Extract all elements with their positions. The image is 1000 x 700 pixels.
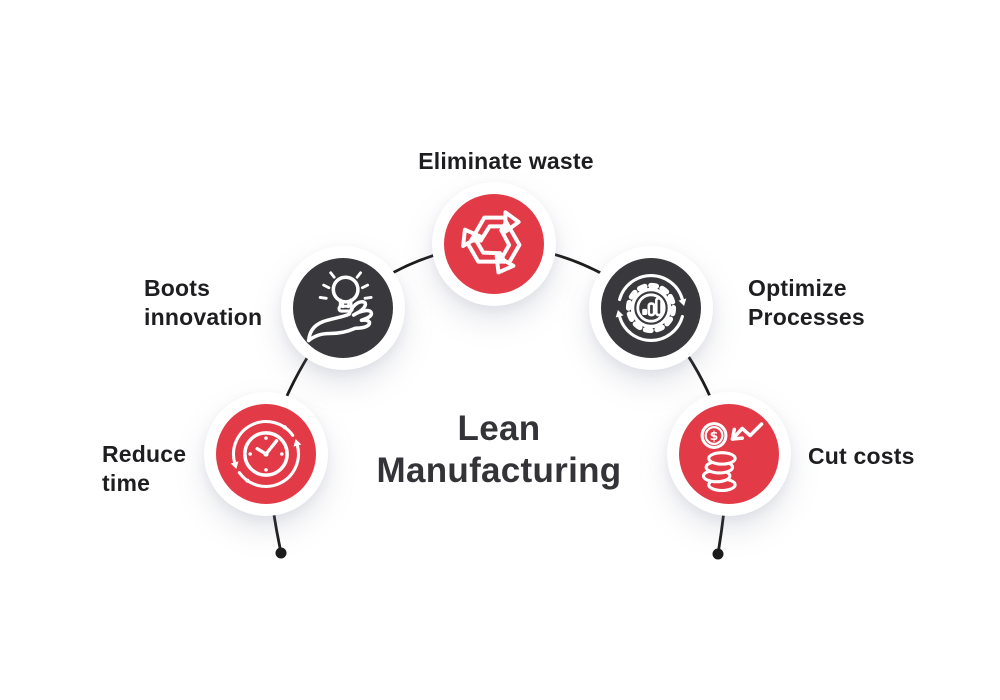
recycle-icon <box>461 210 522 275</box>
gear-chart-icon <box>615 274 687 342</box>
page-title-line2: Manufacturing <box>376 451 622 490</box>
node-reduce-time <box>204 392 328 516</box>
label-reduce-time-line2: time <box>102 470 151 496</box>
label-boosts-innovation-line2: innovation <box>144 304 263 330</box>
label-eliminate-waste-line1: Eliminate waste <box>418 148 594 174</box>
node-boosts-innovation-circle <box>293 258 393 358</box>
dollar-sign: $ <box>710 429 719 443</box>
node-boosts-innovation <box>281 246 405 370</box>
page-title: Lean Manufacturing <box>299 408 699 492</box>
page-title-line1: Lean <box>457 409 541 448</box>
clock-arrows-icon <box>230 420 302 488</box>
label-optimize-processes-line2: Processes <box>748 304 865 330</box>
label-boosts-innovation-line1: Boots <box>144 275 211 301</box>
node-eliminate-waste <box>432 182 556 306</box>
node-cut-costs: $ <box>667 392 791 516</box>
node-optimize-processes <box>589 246 713 370</box>
end-dot-left <box>275 547 287 559</box>
node-eliminate-waste-circle <box>444 194 544 294</box>
label-reduce-time-line1: Reduce <box>102 441 187 467</box>
node-optimize-processes-circle <box>601 258 701 358</box>
money-coins-icon: $ <box>700 422 764 493</box>
node-reduce-time-circle <box>216 404 316 504</box>
label-reduce-time: Reduce time <box>102 440 186 498</box>
hand-lightbulb-icon <box>306 271 374 343</box>
label-cut-costs-line1: Cut costs <box>808 443 915 469</box>
label-cut-costs: Cut costs <box>808 442 915 471</box>
end-dot-right <box>712 548 724 560</box>
label-boosts-innovation: Boots innovation <box>144 274 262 332</box>
node-cut-costs-circle: $ <box>679 404 779 504</box>
label-optimize-processes: Optimize Processes <box>748 274 865 332</box>
label-optimize-processes-line1: Optimize <box>748 275 847 301</box>
label-eliminate-waste: Eliminate waste <box>356 147 656 176</box>
